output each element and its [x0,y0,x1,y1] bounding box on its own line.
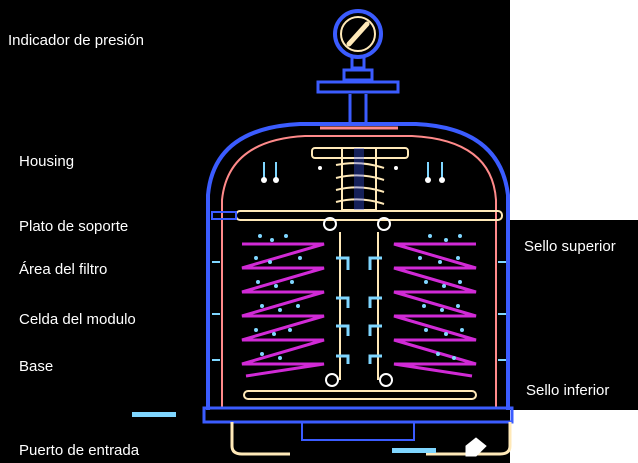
label-support-plate: Plato de soporte [19,216,128,238]
label-lower-seal: Sello inferior [526,380,609,402]
label-module-cell: Celda del modulo [19,309,136,331]
label-filter-area: Área del filtro [19,259,107,281]
label-housing: Housing [19,151,74,173]
label-base: Base [19,356,53,378]
label-pressure-indicator: Indicador de presión [8,30,150,52]
label-inlet-port: Puerto de entrada [19,440,139,462]
label-upper-seal: Sello superior [524,236,616,258]
